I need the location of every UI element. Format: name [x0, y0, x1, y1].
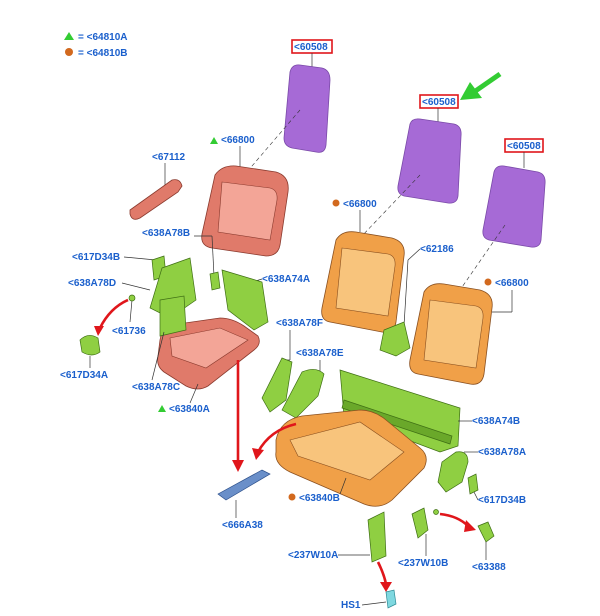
red-arrow-left-head [94, 326, 104, 336]
label-leg-237w10b[interactable]: <237W10B [398, 558, 448, 569]
leader-left-638a78c [151, 331, 165, 381]
bolt-61736[interactable] [128, 294, 136, 302]
green-arrow-icon [460, 71, 502, 100]
strip-666a38[interactable] [217, 469, 271, 501]
rear-seatback-right-panel [423, 299, 484, 369]
label-part-63388[interactable]: <63388 [472, 562, 506, 573]
leader-rear-cushion [339, 477, 347, 495]
trim-638a78d-b[interactable] [159, 295, 187, 337]
bolt-leg-b[interactable] [433, 509, 439, 515]
trim-638a78e[interactable] [281, 369, 325, 419]
front-cushion-top [169, 327, 249, 369]
label-right-638a78a[interactable]: <638A78A [478, 447, 526, 458]
label-left-638a78f[interactable]: <638A78F [276, 318, 323, 329]
label-right-638a74b[interactable]: <638A74B [472, 416, 520, 427]
red-arrow-bottom-head [380, 582, 392, 592]
dash-pad-right [459, 224, 506, 291]
triangle-marker-icon [158, 405, 166, 412]
label-left-617d34b[interactable]: <617D34B [72, 252, 120, 263]
label-left-61736[interactable]: <61736 [112, 326, 146, 337]
trim-638a78f[interactable] [261, 357, 293, 413]
pad-mid-group: <60508 [359, 71, 502, 239]
label-strip-666a38[interactable]: <666A38 [222, 520, 263, 531]
callout-box-pad-mid [419, 94, 459, 109]
leader-left-61736 [129, 299, 133, 323]
seat-pad-mid[interactable] [397, 118, 462, 204]
pad-right-group: <60508 [459, 138, 546, 291]
label-pad-mid[interactable]: <60508 [422, 97, 456, 108]
red-arrow-right-head [464, 520, 476, 532]
trim-617d34a[interactable] [79, 335, 101, 356]
label-headrest[interactable]: <67112 [152, 152, 186, 163]
frame-clip-a[interactable] [209, 271, 221, 291]
legend-circle-label: = <64810B [78, 48, 128, 59]
part-63388[interactable] [477, 521, 495, 543]
label-left-638a74a[interactable]: <638A74A [262, 274, 310, 285]
label-pad-right[interactable]: <60508 [507, 141, 541, 152]
legend-circle-icon [65, 48, 73, 56]
strip-group: <666A38 [217, 469, 271, 531]
leader-bracket-62186-2 [403, 259, 409, 327]
part-hs1[interactable] [385, 589, 397, 609]
red-arrow-left [98, 298, 129, 329]
label-rear-back-right[interactable]: <66800 [495, 278, 529, 289]
leader-bracket-62186 [407, 248, 421, 261]
label-part-hs1[interactable]: HS1 [341, 600, 361, 611]
label-left-617d34a[interactable]: <617D34A [60, 370, 108, 381]
circle-marker-icon [332, 199, 340, 207]
legend: = <64810A = <64810B [64, 32, 128, 59]
frame-638a74a[interactable] [221, 269, 269, 331]
red-arrow-right [439, 512, 469, 527]
label-pad-top[interactable]: <60508 [294, 42, 328, 53]
pad-top-group: <60508 [239, 39, 333, 181]
seat-pad-right[interactable] [482, 165, 546, 248]
circle-marker-icon [484, 278, 492, 286]
label-rear-back-left[interactable]: <66800 [343, 199, 377, 210]
legend-triangle-label: = <64810A [78, 32, 128, 43]
label-leg-237w10a[interactable]: <237W10A [288, 550, 338, 561]
trim-638a78a[interactable] [437, 451, 469, 493]
rear-seatback-left-panel [335, 247, 396, 317]
label-left-638a78c[interactable]: <638A78C [132, 382, 180, 393]
seat-pad-top[interactable] [283, 64, 331, 153]
rear-seat-group: <66800 <62186 <66800 <638A74B <638A78F <… [252, 199, 529, 611]
leg-237w10b[interactable] [411, 507, 429, 539]
headrest-part[interactable] [129, 179, 183, 220]
triangle-marker-icon [210, 137, 218, 144]
leader-right-617d34b [473, 491, 479, 501]
legend-triangle-icon [64, 32, 74, 40]
label-left-638a78d[interactable]: <638A78D [68, 278, 116, 289]
label-bracket-62186[interactable]: <62186 [420, 244, 454, 255]
label-left-638a78e[interactable]: <638A78E [296, 348, 344, 359]
leg-237w10a[interactable] [367, 511, 387, 563]
red-arrow-rear-head [252, 448, 264, 460]
red-arrow-down-head [232, 460, 244, 472]
leader-front-cushion [189, 383, 199, 404]
red-arrow-rear [256, 422, 297, 453]
front-seat-group: <66800 <67112 <63840A <638A78B <617D34B … [60, 135, 310, 472]
dash-pad-mid [359, 174, 421, 239]
leader-front-frame-2 [211, 235, 215, 277]
red-arrow-bottom [376, 561, 388, 585]
bracket-62186[interactable] [379, 321, 411, 357]
rear-cushion-top [289, 421, 405, 481]
dash-pad-top [239, 109, 301, 181]
circle-marker-icon [288, 493, 296, 501]
label-right-617d34b[interactable]: <617D34B [478, 495, 526, 506]
label-rear-cushion[interactable]: <63840B [299, 493, 340, 504]
leader-part-hs1 [361, 601, 387, 606]
trim-617d34b-right[interactable] [467, 473, 479, 495]
leader-left-617d34b [123, 256, 157, 261]
front-seatback-panel [217, 181, 278, 241]
label-front-frame[interactable]: <638A78B [142, 228, 190, 239]
label-front-back[interactable]: <66800 [221, 135, 255, 146]
leader-left-638a78d [121, 282, 151, 291]
label-front-cushion[interactable]: <63840A [169, 404, 210, 415]
